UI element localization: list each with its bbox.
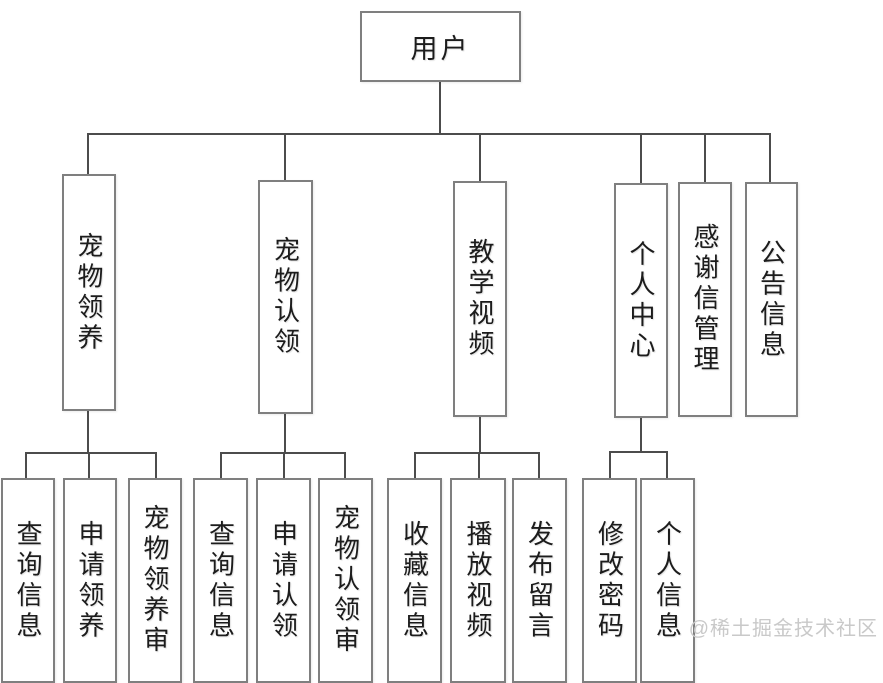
- leaf-label: 发布留言: [524, 519, 555, 642]
- connector-line: [87, 133, 89, 176]
- branch-box-pet-adoption: 宠物领养: [62, 174, 116, 411]
- connector-line: [640, 418, 642, 451]
- branch-box-teaching-video: 教学视频: [453, 181, 507, 417]
- leaf-box-apply-claim: 申请认领: [256, 478, 311, 683]
- leaf-label: 查询信息: [13, 519, 43, 642]
- connector-line: [769, 133, 771, 184]
- leaf-label: 修改密码: [594, 519, 625, 642]
- connector-line: [479, 417, 481, 452]
- connector-line: [25, 452, 157, 454]
- branch-label: 公告信息: [756, 238, 787, 361]
- connector-line: [666, 451, 668, 478]
- connector-line: [609, 451, 611, 478]
- leaf-label: 申请认领: [268, 519, 299, 642]
- leaf-box-play-video: 播放视频: [450, 478, 506, 683]
- connector-line: [538, 452, 540, 478]
- connector-line: [640, 133, 642, 185]
- connector-line: [155, 452, 157, 478]
- leaf-label: 播放视频: [463, 519, 493, 642]
- connector-line: [284, 414, 286, 452]
- leaf-label: 收藏信息: [399, 519, 430, 642]
- connector-line: [414, 452, 416, 478]
- branch-box-pet-claim: 宠物认领: [258, 180, 313, 414]
- leaf-box-post-message: 发布留言: [512, 478, 567, 683]
- leaf-box-claim-review: 宠物认领审: [318, 478, 373, 683]
- root-box-user: 用户: [360, 11, 521, 82]
- root-box-label: 用户: [410, 34, 471, 64]
- connector-line: [609, 451, 668, 453]
- connector-line: [479, 133, 481, 183]
- leaf-box-change-password: 修改密码: [582, 478, 637, 683]
- branch-label: 感谢信管理: [690, 223, 720, 376]
- connector-line: [220, 452, 222, 478]
- branch-label: 宠物认领: [270, 236, 301, 358]
- connector-line: [439, 82, 441, 133]
- leaf-label: 宠物认领审: [330, 504, 361, 657]
- leaf-box-adoption-review: 宠物领养审: [128, 478, 182, 683]
- leaf-box-query-info-adoption: 查询信息: [1, 478, 55, 683]
- connector-line: [478, 452, 480, 478]
- branch-box-thankyou-letter-mgmt: 感谢信管理: [678, 182, 732, 417]
- connector-line: [88, 452, 90, 478]
- connector-line: [704, 133, 706, 184]
- leaf-box-personal-info: 个人信息: [640, 478, 695, 683]
- connector-line: [284, 133, 286, 182]
- branch-box-announcement-info: 公告信息: [745, 182, 798, 417]
- leaf-box-query-info-claim: 查询信息: [193, 478, 248, 683]
- branch-label: 个人中心: [626, 239, 656, 362]
- branch-label: 教学视频: [465, 238, 495, 360]
- leaf-label: 申请领养: [75, 519, 105, 642]
- connector-line: [344, 452, 346, 478]
- leaf-label: 个人信息: [652, 519, 683, 642]
- leaf-box-favorite-info: 收藏信息: [387, 478, 442, 683]
- connector-line: [414, 452, 540, 454]
- branch-box-personal-center: 个人中心: [614, 183, 668, 418]
- connector-line: [87, 133, 771, 135]
- leaf-label: 宠物领养审: [140, 504, 170, 657]
- connector-line: [283, 452, 285, 478]
- leaf-label: 查询信息: [205, 519, 236, 642]
- connector-line: [25, 452, 27, 478]
- connector-line: [87, 411, 89, 452]
- watermark-text: @稀土掘金技术社区: [688, 618, 878, 640]
- branch-label: 宠物领养: [74, 231, 104, 354]
- leaf-box-apply-adoption: 申请领养: [63, 478, 117, 683]
